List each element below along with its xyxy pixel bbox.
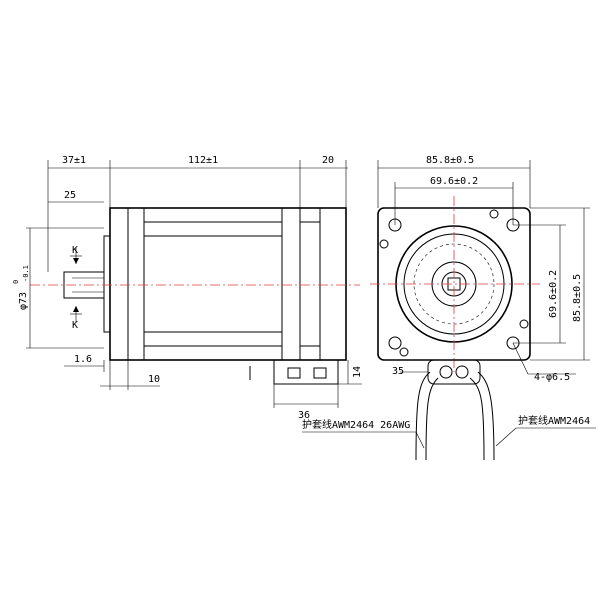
dim-connector-height: 14 (352, 366, 363, 378)
rear-cover (299, 207, 321, 361)
dim-shaft-step: 1.6 (74, 354, 92, 365)
side-view: K K 37±1 112±1 20 25 φ73 0 -0.1 1.6 10 (12, 155, 363, 421)
dim-back-length: 20 (322, 155, 334, 166)
dim-flange-thickness: 10 (148, 374, 160, 385)
front-view: 85.8±0.5 69.6±0.2 69.6±0.2 85.8±0.5 4-φ6… (370, 155, 590, 461)
dim-body-length: 112±1 (188, 155, 218, 166)
connector-block (273, 359, 339, 385)
pilot-boss (103, 235, 111, 333)
dim-hole-spacing: 69.6±0.2 (430, 176, 478, 187)
dim-front-length: 37±1 (62, 155, 86, 166)
front-flange-square (377, 207, 531, 361)
mount-hole-bl (388, 336, 402, 350)
dim-holes-callout: 4-φ6.5 (534, 372, 570, 383)
key-label-top: K (72, 245, 78, 256)
dim-face-height: 85.8±0.5 (572, 274, 583, 322)
dim-cable-offset: 35 (392, 366, 404, 377)
dim-flange-tol-top: 0 (12, 280, 20, 284)
dim-flange-diameter: φ73 (18, 292, 29, 310)
cable-note-right: 护套线AWM2464 (518, 414, 590, 427)
flange-plate (109, 207, 129, 361)
front-end-cap (127, 207, 145, 361)
dim-shaft-key: 25 (64, 190, 76, 201)
dim-face-width: 85.8±0.5 (426, 155, 474, 166)
motor-body (109, 207, 347, 361)
dim-flange-tol-bottom: -0.1 (22, 265, 30, 282)
rear-end-cap (281, 207, 301, 361)
cable-left-outer (415, 371, 431, 461)
cable-note-left: 护套线AWM2464 26AWG (302, 418, 410, 431)
cable-right-outer (477, 371, 495, 461)
key-label-bottom: K (72, 320, 78, 331)
dim-hole-spacing-vertical: 69.6±0.2 (548, 270, 559, 318)
cable-notes: 护套线AWM2464 26AWG 护套线AWM2464 (302, 414, 596, 449)
dim-connector-length: 36 (298, 410, 310, 421)
